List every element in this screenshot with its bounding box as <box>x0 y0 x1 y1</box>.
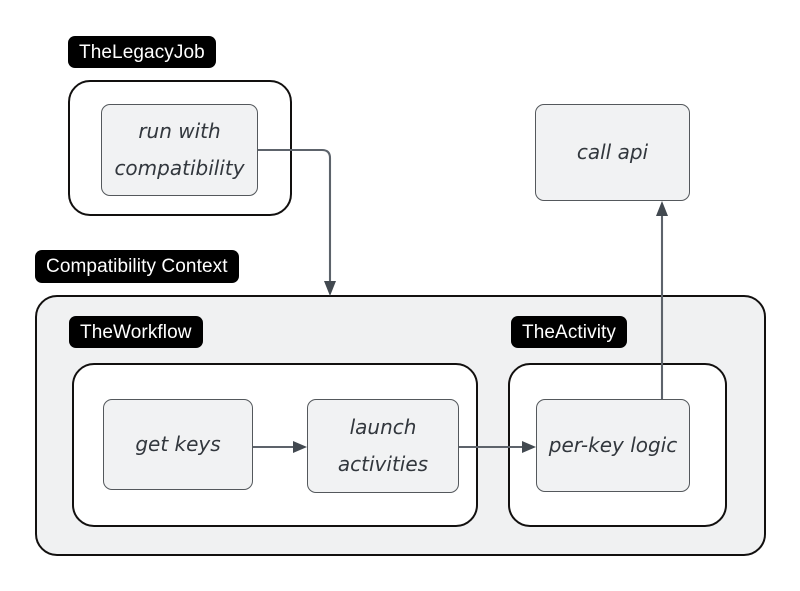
node-get-keys-label: get keys <box>135 432 221 456</box>
node-per-key-logic[interactable]: per-key logic <box>536 399 690 492</box>
group-label-workflow: TheWorkflow <box>69 316 203 348</box>
node-per-key-logic-label: per-key logic <box>548 433 678 457</box>
node-call-api[interactable]: call api <box>535 104 690 201</box>
group-label-compatibility-context: Compatibility Context <box>35 250 239 283</box>
node-call-api-label: call api <box>576 140 649 164</box>
node-get-keys[interactable]: get keys <box>103 399 253 490</box>
group-label-legacy-job: TheLegacyJob <box>68 36 216 68</box>
group-label-activity: TheActivity <box>511 316 628 348</box>
